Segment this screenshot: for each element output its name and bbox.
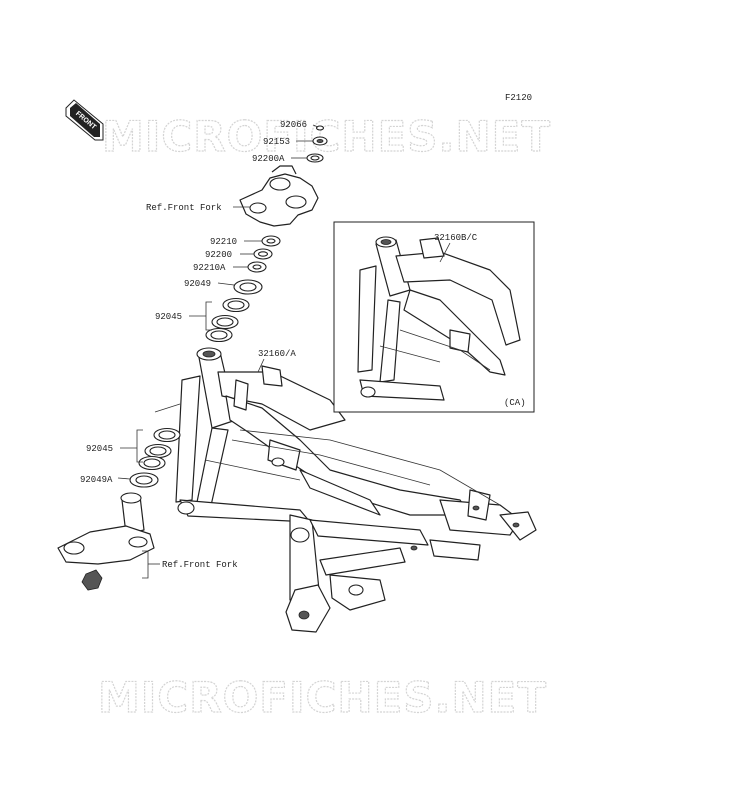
label-92210: 92210 xyxy=(210,237,237,247)
label-ref-front-fork-bottom: Ref.Front Fork xyxy=(162,560,238,570)
inset-label-ca: (CA) xyxy=(504,398,526,408)
lower-steering-parts xyxy=(57,427,181,591)
leader-lines-bottom xyxy=(117,403,181,579)
front-arrow-icon: FRONT xyxy=(65,99,104,141)
label-32160a: 32160/A xyxy=(258,349,296,359)
watermark-top: MICROFICHES.NET xyxy=(102,112,551,161)
label-92200a: 92200A xyxy=(252,154,285,164)
label-92049a: 92049A xyxy=(80,475,113,485)
figure-code: F2120 xyxy=(505,93,532,103)
inset-frame-ca xyxy=(333,221,535,413)
label-92045-top: 92045 xyxy=(155,312,182,322)
label-ref-front-fork-top: Ref.Front Fork xyxy=(146,203,222,213)
watermark-bottom: MICROFICHES.NET xyxy=(98,673,547,722)
steering-stem-parts xyxy=(205,125,328,343)
label-32160bc: 32160B/C xyxy=(434,233,478,243)
label-92153: 92153 xyxy=(263,137,290,147)
label-92200: 92200 xyxy=(205,250,232,260)
label-92210a: 92210A xyxy=(193,263,226,273)
label-92045-bottom: 92045 xyxy=(86,444,113,454)
main-frame xyxy=(175,347,537,633)
leader-lines-top xyxy=(189,124,319,331)
label-92066: 92066 xyxy=(280,120,307,130)
label-92049: 92049 xyxy=(184,279,211,289)
